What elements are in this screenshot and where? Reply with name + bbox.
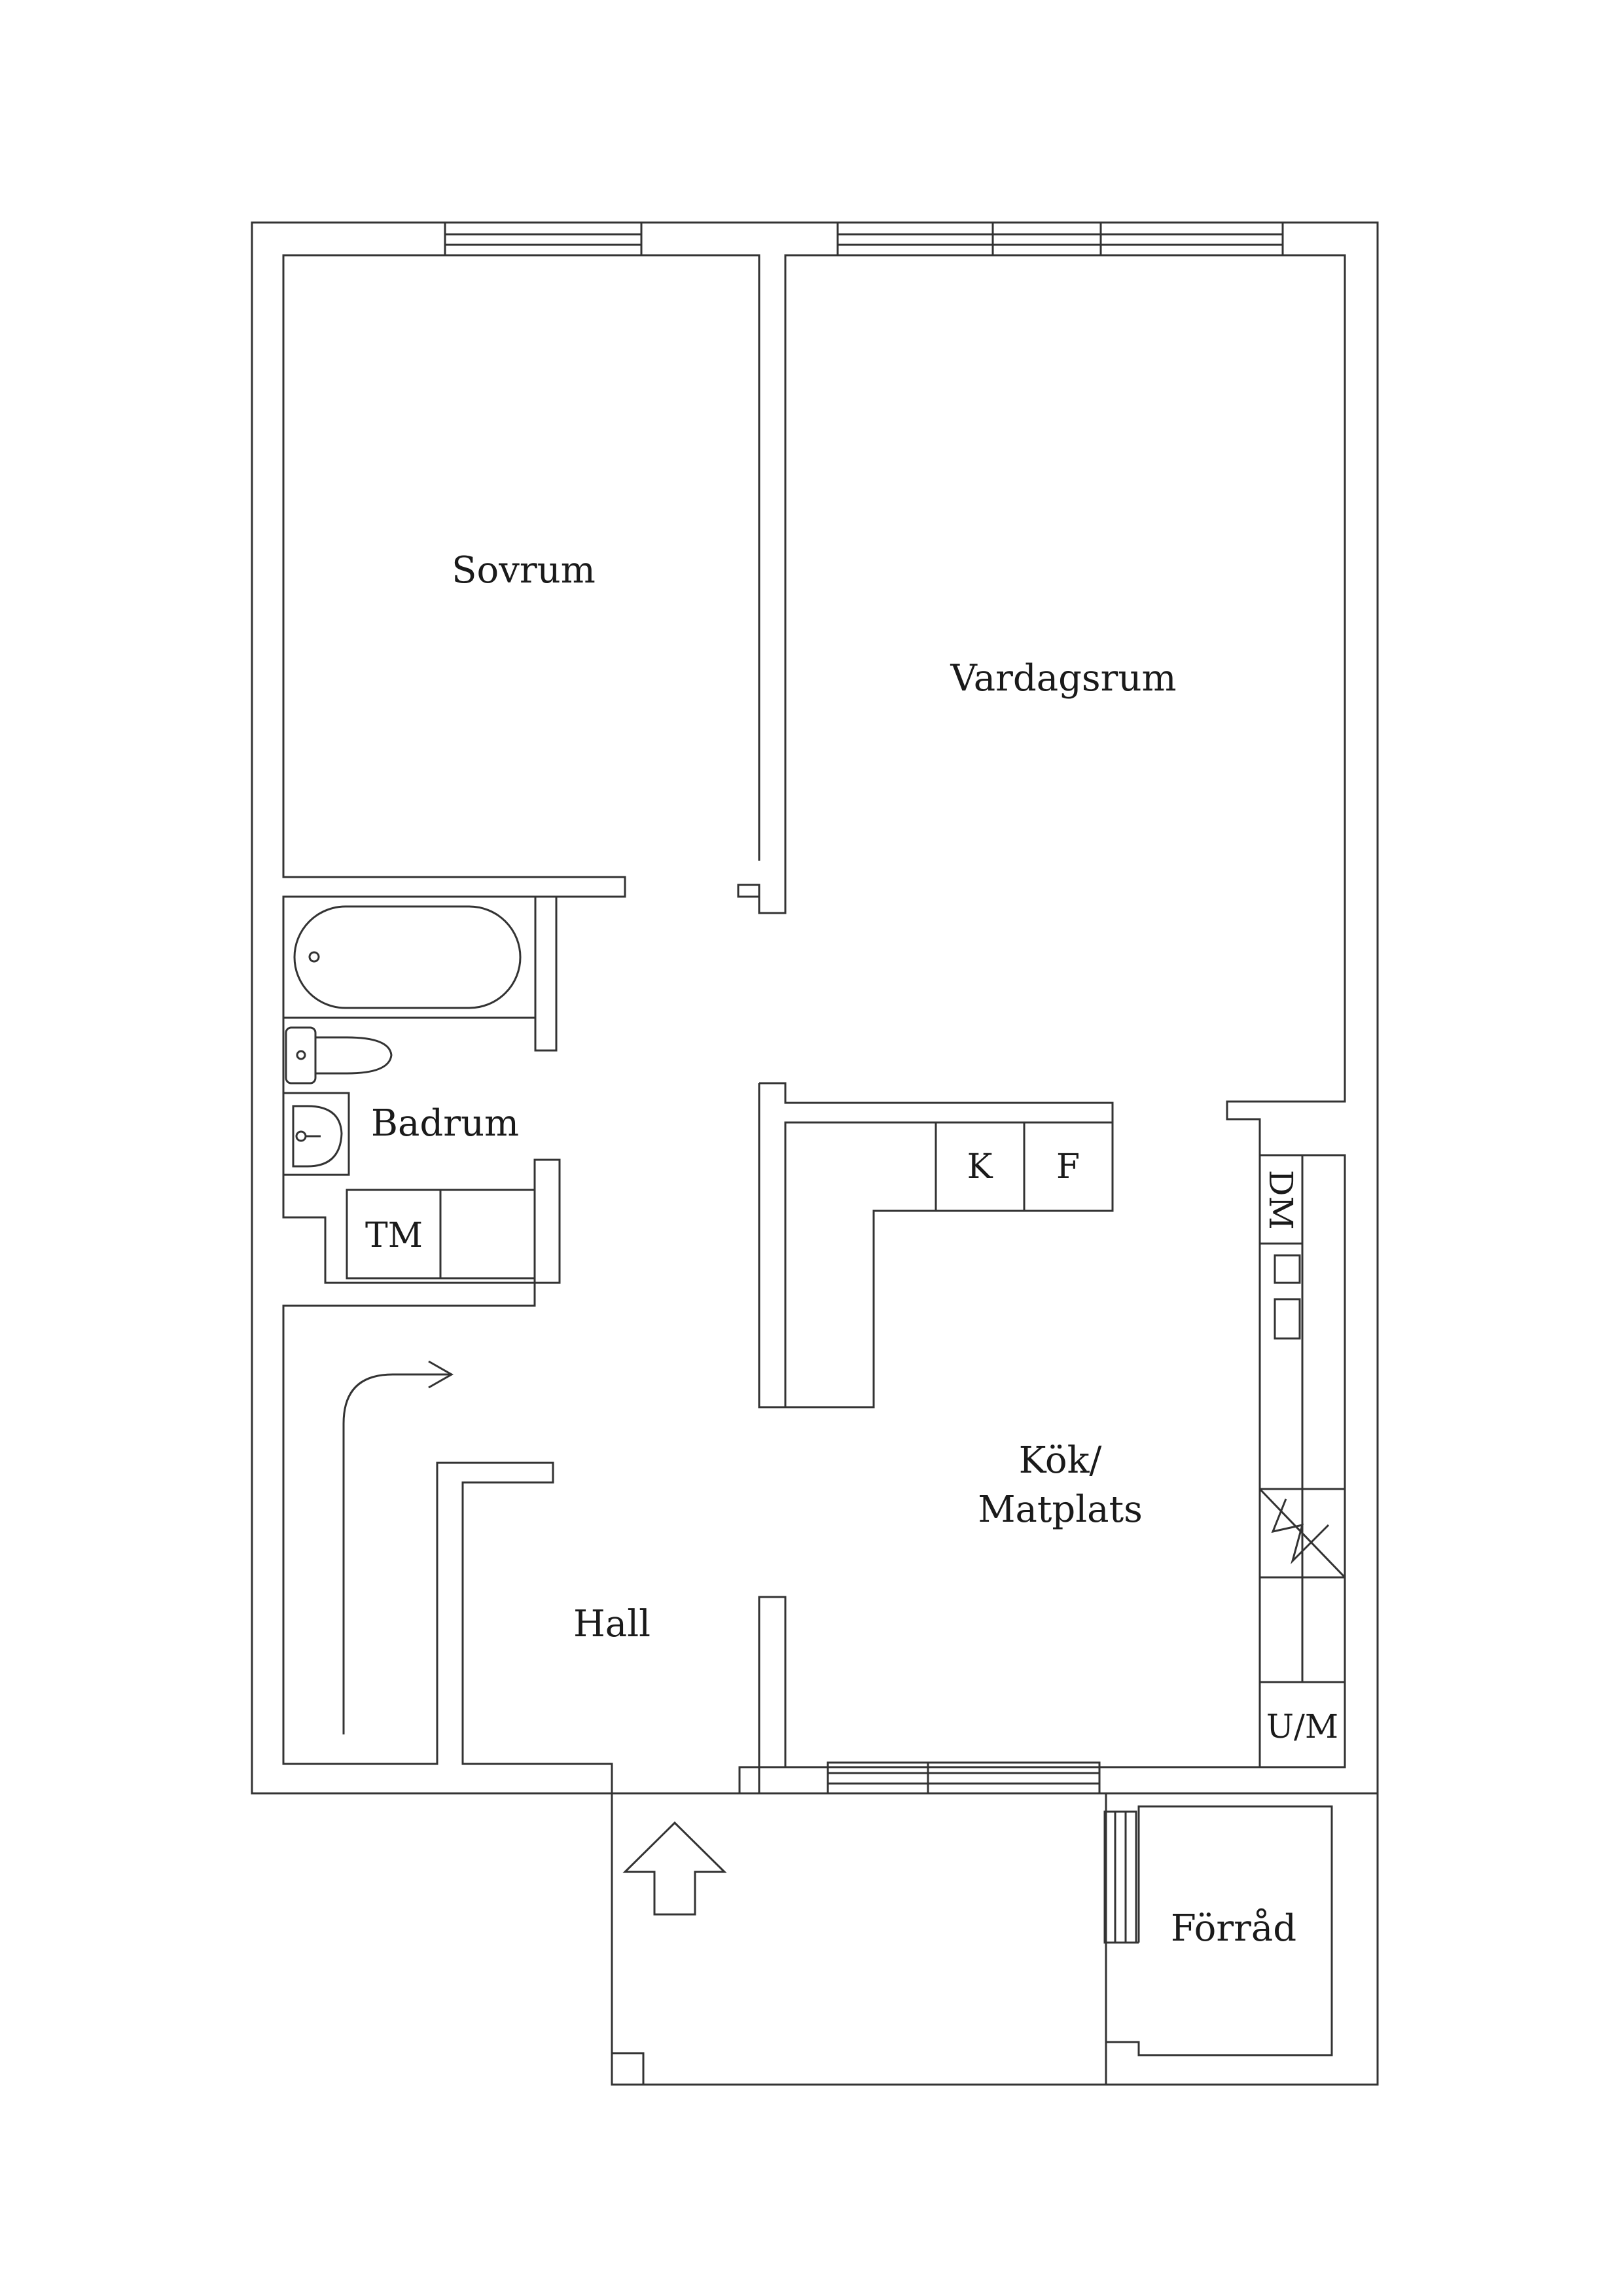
room-label-forrad: Förråd xyxy=(1171,1907,1296,1950)
fixture-label-k: K xyxy=(967,1147,993,1187)
toilet xyxy=(285,1026,393,1085)
fixture-labels: TM K F DM U/M xyxy=(365,1147,1338,1746)
room-label-vardagsrum: Vardagsrum xyxy=(950,657,1176,700)
stair-arrow-icon xyxy=(342,1360,454,1734)
bathtub xyxy=(282,895,537,1019)
entrance-arrow-icon xyxy=(622,1821,727,1916)
room-label-kok: Kök/ xyxy=(1019,1439,1102,1482)
outer-walls xyxy=(251,221,1379,2086)
room-label-sovrum: Sovrum xyxy=(452,549,596,592)
fixture-label-f: F xyxy=(1056,1147,1080,1187)
fixture-label-tm: TM xyxy=(365,1216,423,1255)
room-labels: Sovrum Vardagsrum Badrum Hall Kök/ Matpl… xyxy=(371,549,1296,1950)
lightning-icon xyxy=(1258,1488,1346,1579)
fixture-label-um: U/M xyxy=(1266,1708,1338,1746)
fixture-label-dm: DM xyxy=(1262,1170,1300,1229)
laundry-units xyxy=(346,1189,536,1280)
room-label-hall: Hall xyxy=(573,1603,651,1645)
room-label-matplats: Matplats xyxy=(978,1488,1143,1531)
windows xyxy=(444,221,1284,1944)
sink xyxy=(282,1092,350,1176)
interior-walls xyxy=(282,254,1346,2086)
room-label-badrum: Badrum xyxy=(371,1102,519,1145)
